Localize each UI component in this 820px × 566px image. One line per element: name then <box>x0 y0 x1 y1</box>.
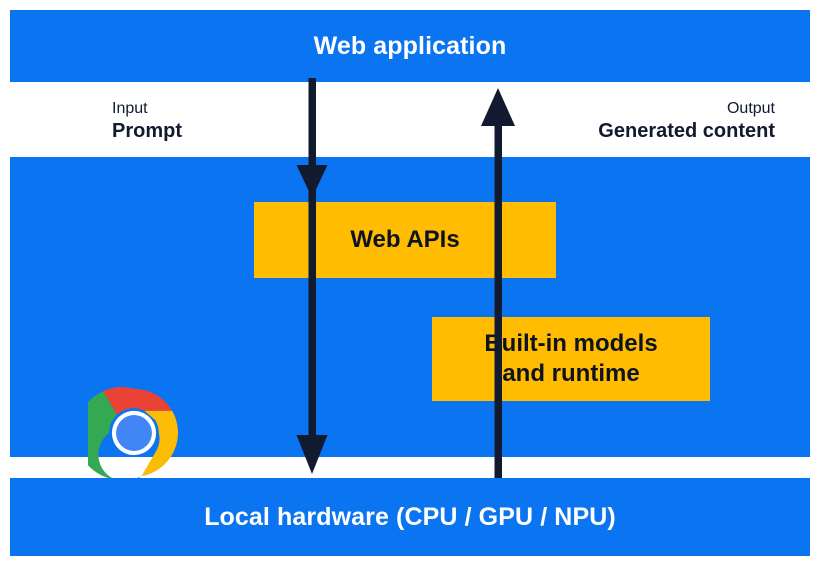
arrow-up-icon <box>481 88 515 480</box>
builtin-models-label-line2: and runtime <box>502 360 640 387</box>
arrow-down-icon <box>296 78 328 474</box>
web-apis-label: Web APIs <box>350 226 460 253</box>
chrome-logo-icon <box>88 387 178 479</box>
box-builtin-models: Built-in models and runtime <box>432 317 710 401</box>
builtin-models-label: Built-in models and runtime <box>484 329 657 389</box>
output-kind-text: Output <box>726 100 775 117</box>
panel-local-hardware: Local hardware (CPU / GPU / NPU) <box>10 478 810 556</box>
local-hardware-title: Local hardware (CPU / GPU / NPU) <box>204 502 616 531</box>
box-web-apis: Web APIs <box>254 202 556 278</box>
panel-web-application: Web application <box>10 10 810 82</box>
web-application-title: Web application <box>313 31 507 60</box>
builtin-models-label-line1: Built-in models <box>484 330 658 357</box>
input-flow-label: Input Prompt <box>112 99 182 145</box>
output-value-text: Generated content <box>598 120 775 143</box>
input-value-text: Prompt <box>112 120 182 143</box>
output-flow-label: Output Generated content <box>598 99 775 145</box>
input-kind-text: Input <box>112 100 148 117</box>
